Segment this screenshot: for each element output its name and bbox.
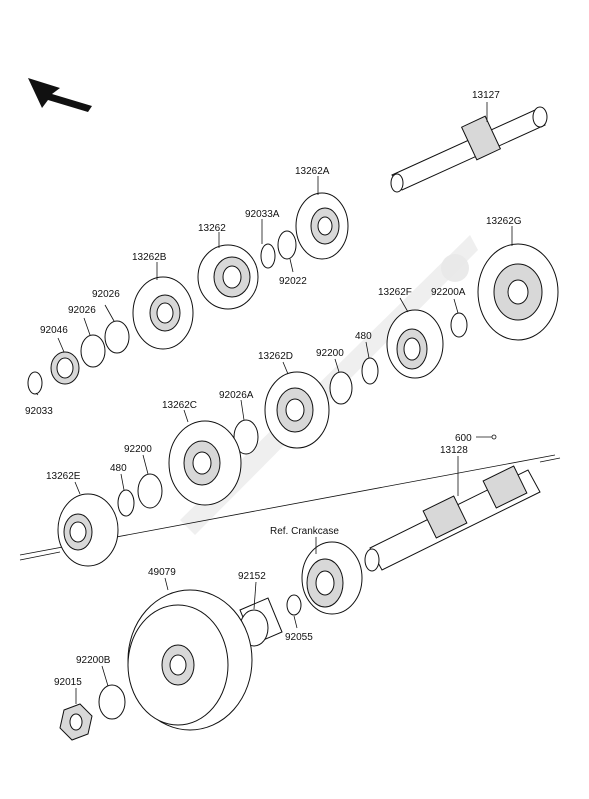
arrow-up-left-icon (28, 78, 92, 112)
washer-92033A[interactable] (260, 243, 276, 269)
label-13127: 13127 (472, 90, 500, 101)
label-92200B: 92200B (76, 655, 111, 666)
bearing-ref-crankcase[interactable] (301, 541, 363, 615)
gear-13262B[interactable] (132, 276, 194, 350)
label-92026A: 92026A (219, 390, 254, 401)
label-92200A: 92200A (431, 287, 466, 298)
washer-92026-a[interactable] (104, 320, 130, 354)
washer-92200-a[interactable] (329, 371, 353, 405)
washer-92026-b[interactable] (80, 334, 106, 368)
washer-92200A[interactable] (450, 312, 468, 338)
label-13128: 13128 (440, 445, 468, 456)
washer-92200-b[interactable] (137, 473, 163, 509)
shaft-13127[interactable] (390, 106, 548, 193)
label-92026-a: 92026 (92, 289, 120, 300)
leader-lines (35, 102, 513, 704)
gear-13262E[interactable] (57, 493, 119, 567)
needle-bearing-92046[interactable] (50, 351, 80, 385)
label-600: 600 (455, 433, 472, 444)
sprocket-49079[interactable] (127, 589, 253, 731)
label-92152: 92152 (238, 571, 266, 582)
label-92022: 92022 (279, 276, 307, 287)
label-ref-crankcase: Ref. Crankcase (270, 526, 339, 537)
label-92026-b: 92026 (68, 305, 96, 316)
label-480-a: 480 (355, 331, 372, 342)
label-13262: 13262 (198, 223, 226, 234)
label-13262G: 13262G (486, 216, 522, 227)
label-13262A: 13262A (295, 166, 330, 177)
shaft-13128[interactable] (364, 465, 541, 572)
watermark-logo (180, 235, 478, 535)
label-480-b: 480 (110, 463, 127, 474)
nut-92015[interactable] (59, 703, 93, 741)
label-13262F: 13262F (378, 287, 412, 298)
washer-92026A[interactable] (233, 419, 259, 455)
collar-92152[interactable] (239, 597, 283, 647)
washer-92200B[interactable] (98, 684, 126, 720)
washer-92022[interactable] (277, 230, 297, 260)
gear-13262[interactable] (197, 244, 259, 310)
label-92033: 92033 (25, 406, 53, 417)
label-92015: 92015 (54, 677, 82, 688)
washer-480-a[interactable] (361, 357, 379, 385)
label-92200-a: 92200 (316, 348, 344, 359)
label-49079: 49079 (148, 567, 176, 578)
lower-shaft-axis (19, 551, 61, 561)
circlip-92033[interactable] (27, 371, 43, 395)
label-92033A: 92033A (245, 209, 280, 220)
label-13262C: 13262C (162, 400, 197, 411)
label-92055: 92055 (285, 632, 313, 643)
label-13262E: 13262E (46, 471, 81, 482)
label-13262D: 13262D (258, 351, 293, 362)
gear-13262C[interactable] (168, 420, 242, 506)
washer-480-b[interactable] (117, 489, 135, 517)
label-13262B: 13262B (132, 252, 167, 263)
gear-13262G[interactable] (477, 243, 559, 341)
gear-13262A[interactable] (295, 192, 349, 260)
gear-13262F[interactable] (386, 309, 444, 379)
o-ring-92055[interactable] (286, 594, 302, 616)
label-92200-b: 92200 (124, 444, 152, 455)
gear-13262D[interactable] (264, 371, 330, 449)
label-92046: 92046 (40, 325, 68, 336)
